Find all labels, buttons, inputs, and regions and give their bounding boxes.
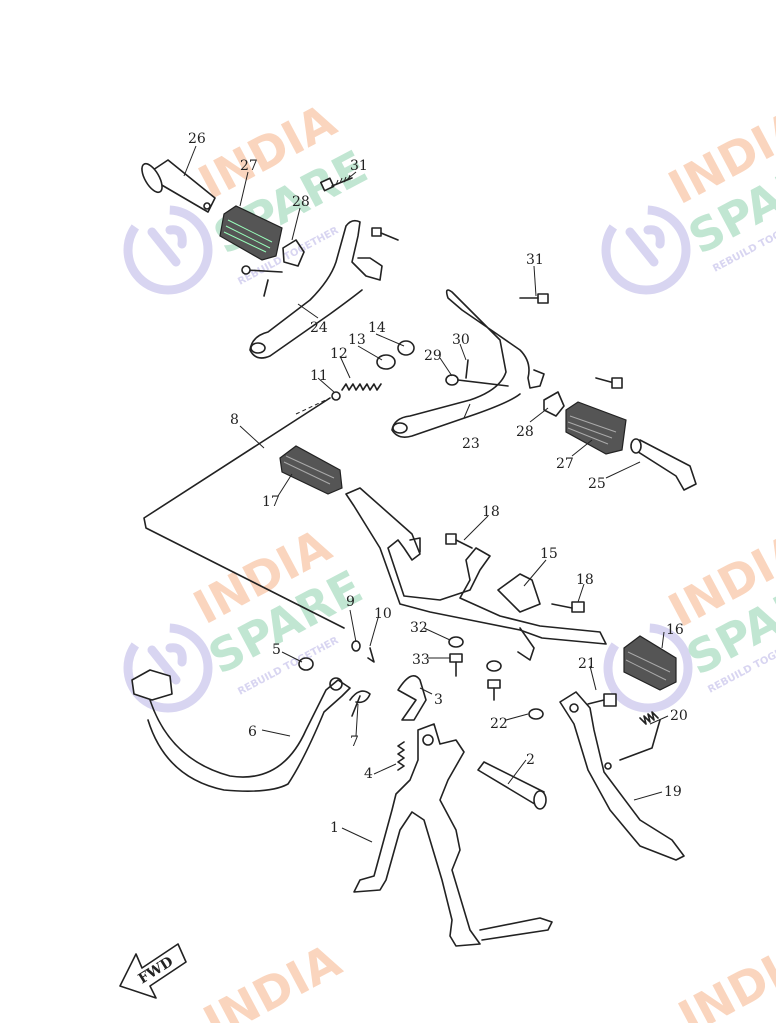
callout-8: 8: [230, 412, 239, 428]
callout-12: 12: [330, 346, 348, 362]
part-5-washer: [298, 657, 314, 671]
callout-26: 26: [188, 131, 206, 147]
part-32-washer: [448, 636, 464, 648]
callout-14: 14: [368, 320, 386, 336]
part-10-clip: [367, 647, 375, 663]
part-30-cotter-pin: [465, 359, 469, 379]
callout-15: 15: [540, 546, 558, 562]
part-13-collar: [376, 354, 396, 370]
callout-18: 18: [482, 504, 500, 520]
watermark-brand-top-right: INDIA: [670, 928, 776, 1023]
callout-11: 11: [310, 368, 328, 384]
callout-3: 3: [434, 692, 443, 708]
small-bolt: [595, 377, 623, 389]
part-21-bolt: [587, 693, 617, 707]
callout-7: 7: [350, 734, 359, 750]
part-6-brake-pedal: [131, 669, 351, 792]
callout-25: 25: [588, 476, 606, 492]
part-14-collar: [397, 340, 415, 356]
callout-31: 31: [350, 158, 368, 174]
watermark-top: INDIA SPARE REBUILD TOGETHER: [123, 93, 376, 295]
callout-27: 27: [556, 456, 574, 472]
part-29-pin: [445, 374, 509, 387]
small-bolt: [241, 265, 283, 297]
callout-16: 16: [666, 622, 684, 638]
callout-21: 21: [578, 656, 596, 672]
callout-22: 22: [490, 716, 508, 732]
part-18-bolt: [551, 601, 585, 613]
callout-13: 13: [348, 332, 366, 348]
part-7-spring: [349, 690, 371, 717]
callout-28: 28: [516, 424, 534, 440]
part-16-footrest-rubber: [623, 635, 677, 691]
callout-19: 19: [664, 784, 682, 800]
part-22-washer: [528, 708, 544, 720]
callout-23: 23: [462, 436, 480, 452]
part-2-pivot-shaft: [477, 761, 547, 810]
callout-10: 10: [374, 606, 392, 622]
part-12-spring: [341, 383, 382, 391]
part-9-washer: [351, 640, 361, 652]
watermark-logo-icon: [123, 205, 213, 295]
part-25-pivot-pin: [630, 438, 697, 491]
callout-24: 24: [310, 320, 328, 336]
frame-linkage: [345, 487, 607, 661]
callout-33: 33: [412, 652, 430, 668]
callout-28: 28: [292, 194, 310, 210]
callout-27: 27: [240, 158, 258, 174]
small-bolt: [371, 227, 399, 241]
part-28-plate: [282, 239, 305, 267]
watermark-middle-right: INDIA SPARE REBUILD TOGETHER: [603, 521, 776, 713]
callout-17: 17: [262, 494, 280, 510]
callout-9: 9: [346, 594, 355, 610]
watermark-logo-icon: [123, 623, 213, 713]
callout-labels: 1234567891011121314151617181819202122232…: [188, 131, 688, 836]
callout-2: 2: [526, 752, 535, 768]
part-27-footrest-rubber: [219, 205, 283, 261]
part-1-center-stand: [353, 723, 553, 947]
washer-bolt: [486, 660, 502, 701]
part-18-bolt: [445, 533, 473, 549]
callout-5: 5: [272, 642, 281, 658]
part-19-side-stand: [559, 691, 685, 861]
watermark-logo-icon: [603, 623, 693, 713]
watermark-brand-top: INDIA: [195, 933, 350, 1023]
callout-1: 1: [330, 820, 339, 836]
callout-31: 31: [526, 252, 544, 268]
part-17-pedal-rubber: [279, 445, 343, 495]
callout-30: 30: [452, 332, 470, 348]
part-31-bolt: [519, 293, 549, 304]
callout-29: 29: [424, 348, 442, 364]
part-20-spring: [619, 711, 661, 761]
leader-lines: [183, 145, 669, 843]
callout-4: 4: [364, 766, 373, 782]
part-23-footrest-bracket: [391, 289, 545, 438]
callout-20: 20: [670, 708, 688, 724]
part-4-spring: [397, 741, 405, 771]
watermark-logo-icon: [601, 205, 691, 295]
fwd-arrow-icon: FWD: [119, 943, 187, 999]
callout-6: 6: [248, 724, 257, 740]
watermark-top-right: INDIA SPARE REBUILD TOGETHER: [601, 98, 776, 295]
part-31-bolt: [319, 174, 353, 192]
callout-32: 32: [410, 620, 428, 636]
part-33-bolt: [449, 653, 463, 677]
part-11-washer: [331, 391, 341, 401]
watermark-bottom: INDIA INDIA: [195, 928, 776, 1023]
part-28-plate: [543, 391, 565, 417]
part-8-brake-rod: [143, 397, 345, 629]
callout-18: 18: [576, 572, 594, 588]
part-24-footrest-bracket: [249, 219, 383, 359]
part-27-footrest-rubber: [565, 401, 627, 455]
part-26-pivot-pin: [141, 159, 216, 213]
part-3-bracket: [397, 674, 427, 721]
